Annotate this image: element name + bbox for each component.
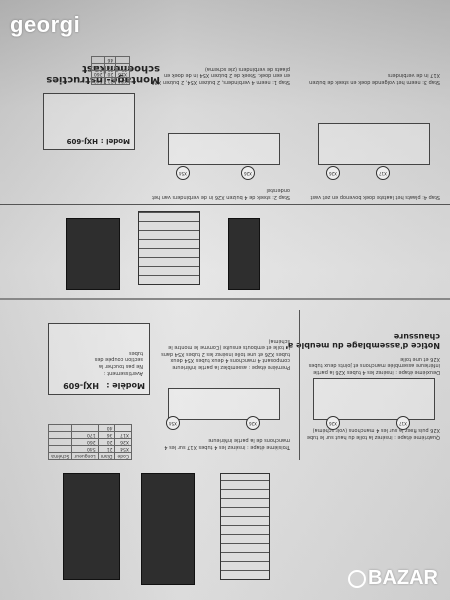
brand-watermark-bottom: BAZAR [348, 567, 438, 590]
french-badge-4: X26 [326, 416, 340, 430]
dutch-step1: Stap 1: neem 4 verbinders, 2 buizen X54,… [151, 66, 290, 85]
french-step3: Troisième étape : insérez les 4 tubes X1… [164, 437, 290, 451]
dutch-diagram-cover [66, 218, 120, 290]
dutch-badge-1: X26 [241, 166, 255, 180]
french-diagram-frame [313, 378, 435, 420]
french-step2: Deuxième étape : insérez les 4 tubes X26… [308, 356, 440, 375]
dutch-model-box: Model : HXJ-609 [43, 93, 135, 150]
french-diagram-frame-complete [220, 473, 270, 580]
fold-line [0, 298, 450, 300]
french-model-box: Modèle : HXJ-609 Avertissement : Ne pas … [48, 323, 150, 395]
dutch-model-code: HXJ-609 [66, 137, 98, 145]
french-instructions-panel: Notice d'assemblage du meuble a' chaussu… [0, 300, 450, 600]
french-warning-label: Avertissement : [103, 370, 143, 376]
french-model-label: Modèle : [106, 381, 145, 390]
french-badge-3: X17 [396, 416, 410, 430]
dutch-divider [0, 204, 450, 205]
french-warning-text: Ne pas toucher la section coupée des tub… [94, 350, 143, 369]
french-badge-2: X54 [166, 416, 180, 430]
dutch-diagram-frame [318, 123, 430, 165]
french-badge-1: X26 [246, 416, 260, 430]
dutch-step2: Stap 2: steek de 4 buizen X26 in de verb… [151, 187, 290, 201]
dutch-step3: Stap 3: neem het volgende doek en steek … [309, 72, 440, 86]
dutch-diagram-final [228, 218, 260, 290]
dutch-badge-3: X17 [376, 166, 390, 180]
french-step1: Première étape : assemblez la partie inf… [161, 338, 290, 370]
bazar-logo-text: BAZAR [368, 567, 438, 589]
dutch-title: Montage-instructies schoenenkast [46, 63, 160, 85]
brand-watermark-top: georgi [10, 12, 81, 37]
dutch-diagram-base [168, 133, 280, 165]
french-diagram-base [168, 388, 280, 420]
french-diagram-cover [63, 473, 120, 580]
french-step4: Quatrième étape : insérez la toile du ha… [306, 427, 440, 441]
french-column-divider [299, 310, 300, 460]
dutch-model-label: Model : [100, 137, 130, 145]
dutch-instructions-panel: Montage-instructies schoenenkast Model :… [0, 56, 450, 290]
french-model-code: HXJ-609 [63, 381, 99, 390]
dutch-diagram-frame-complete [138, 211, 200, 285]
bazar-logo-icon [348, 569, 366, 588]
dutch-badge-4: X26 [326, 166, 340, 180]
dutch-step4: Stap 4: plaats het laatste doek bovenop … [310, 194, 441, 200]
french-diagram-final [141, 473, 195, 585]
dutch-badge-2: X54 [176, 166, 190, 180]
